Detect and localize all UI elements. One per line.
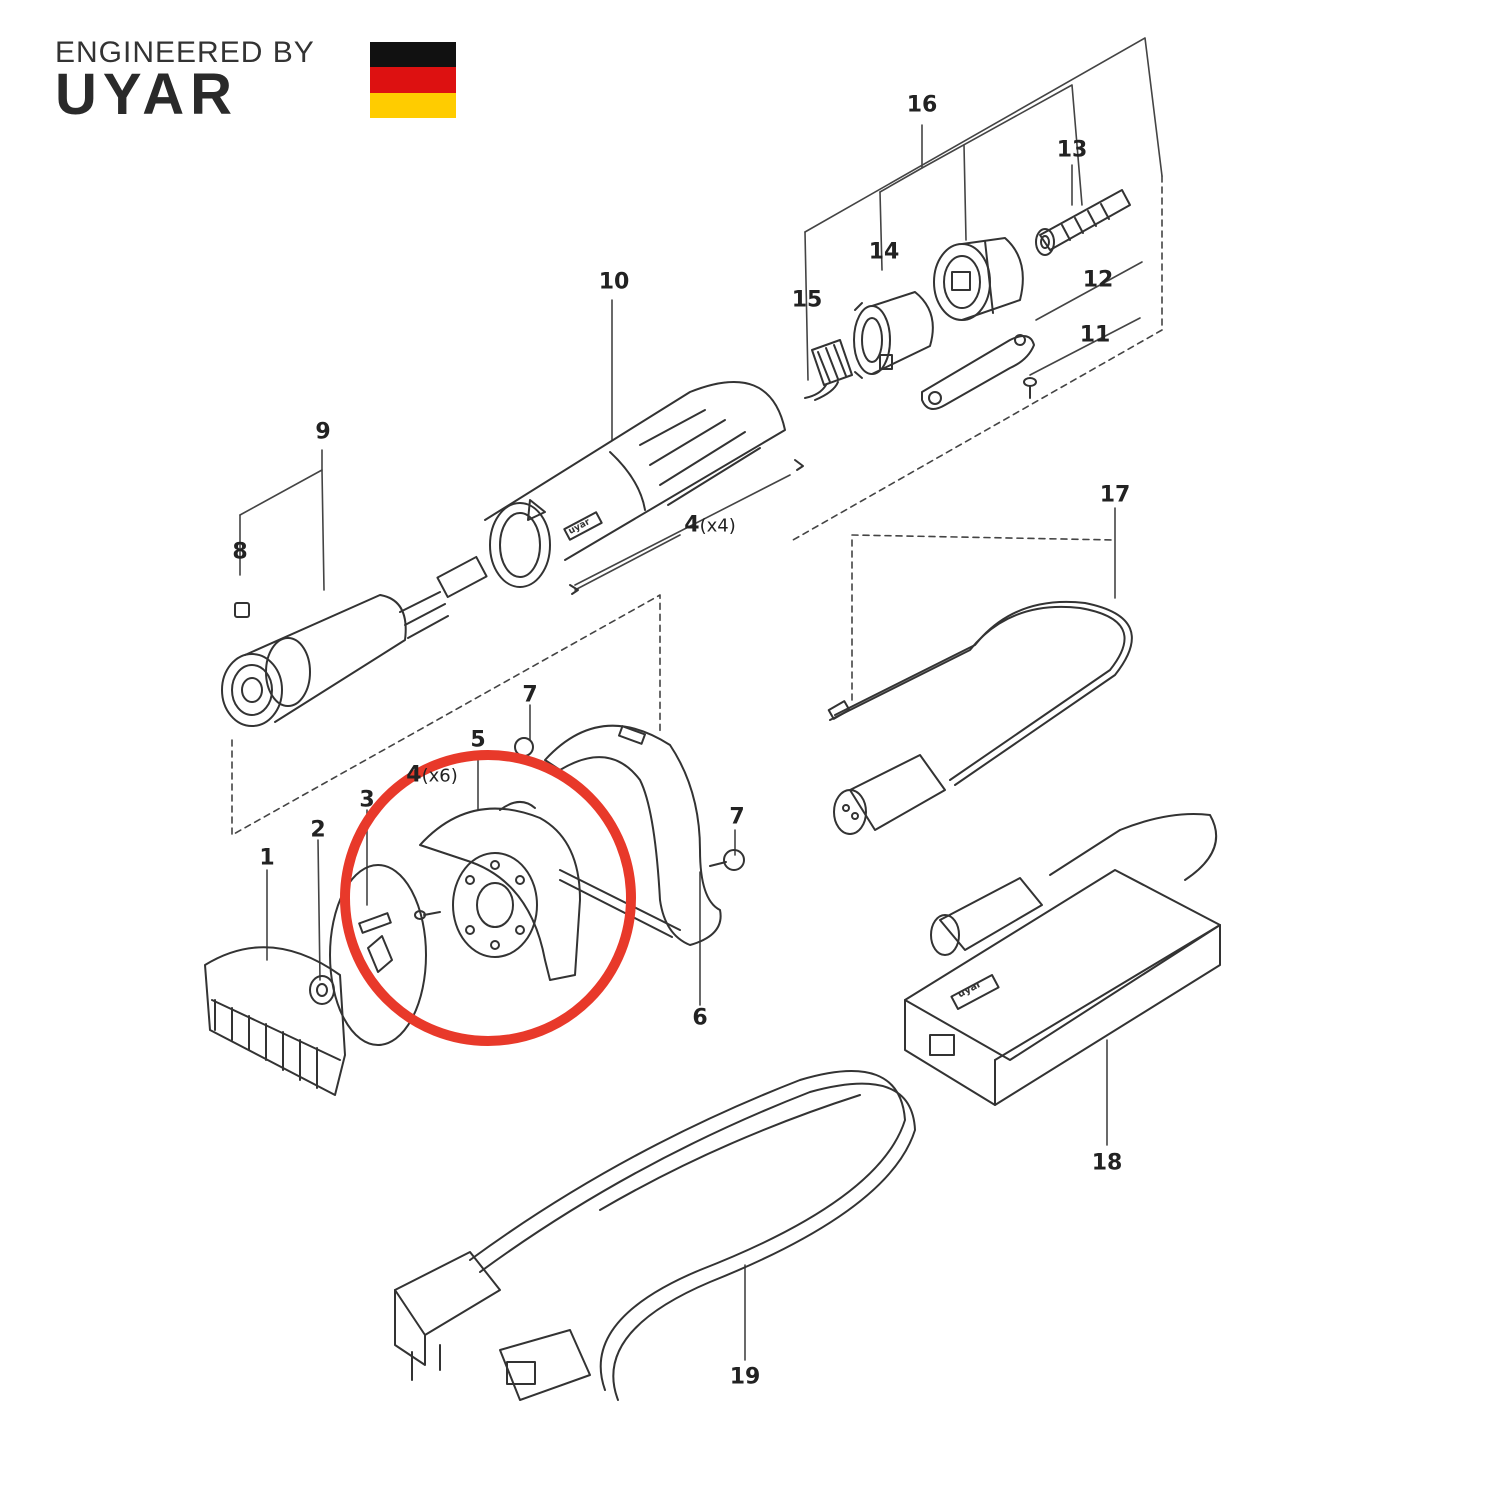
- callout-6: 6: [692, 1005, 708, 1031]
- part-12-cable-clamp: [921, 334, 1035, 410]
- leader-lines: [231, 37, 1163, 1361]
- highlight-circle: [340, 750, 636, 1046]
- callout-4-guard-number: 4: [406, 762, 422, 788]
- callout-14: 14: [868, 239, 900, 265]
- callout-7-right: 7: [729, 804, 745, 830]
- flag-stripe-red: [370, 67, 456, 93]
- part-16-connector-housing: [933, 237, 1024, 321]
- callout-12: 12: [1082, 267, 1114, 293]
- part-1-blade-cover: [204, 946, 346, 1096]
- part-14-connector-body: [853, 291, 934, 379]
- callout-4-guard-qty: (x6): [421, 765, 458, 787]
- part-6-guard-bracket: [544, 724, 722, 946]
- callout-4-guard-screws: 4(x6): [406, 763, 457, 788]
- part-11-screw: [1023, 377, 1037, 399]
- part-15-terminal-block: [804, 339, 853, 401]
- part-4-grip-screws: [569, 459, 804, 595]
- callout-3: 3: [359, 787, 375, 813]
- callout-4-grip-screws: 4(x4): [684, 513, 735, 538]
- flag-stripe-gold: [370, 92, 456, 118]
- part-8-plug: [234, 602, 250, 618]
- callout-7-top: 7: [522, 682, 538, 708]
- part-4-guard-screw: [414, 910, 441, 920]
- callout-19: 19: [729, 1364, 761, 1390]
- german-flag-icon: [370, 42, 456, 118]
- callout-8: 8: [232, 539, 248, 565]
- callout-15: 15: [791, 287, 823, 313]
- callout-18: 18: [1091, 1150, 1123, 1176]
- part-13-strain-relief: [1035, 189, 1131, 256]
- callout-11: 11: [1079, 322, 1111, 348]
- part-9-motor: [221, 555, 488, 727]
- part-3-blade: [329, 864, 427, 1046]
- part-19-mains-cable: [394, 1070, 916, 1401]
- brand-tagline: ENGINEERED BY: [55, 36, 315, 69]
- part-2-washer: [309, 975, 335, 1005]
- callout-2: 2: [310, 817, 326, 843]
- part-10-grip-sleeve: [484, 381, 786, 588]
- brand-name: UYAR: [55, 62, 239, 127]
- flag-stripe-black: [370, 42, 456, 68]
- callout-13: 13: [1056, 137, 1088, 163]
- part-18-power-supply: [904, 813, 1221, 1106]
- part-7-thumb-screw: [514, 737, 745, 871]
- part-5-blade-guard: [419, 801, 581, 981]
- callout-17: 17: [1099, 482, 1131, 508]
- callout-4-grip-qty: (x4): [699, 515, 736, 537]
- callout-1: 1: [259, 845, 275, 871]
- part-17-motor-cord: [827, 600, 1133, 835]
- callout-16: 16: [906, 92, 938, 118]
- callout-5: 5: [470, 727, 486, 753]
- callout-9: 9: [315, 419, 331, 445]
- callout-4-grip-number: 4: [684, 512, 700, 538]
- callout-10: 10: [598, 269, 630, 295]
